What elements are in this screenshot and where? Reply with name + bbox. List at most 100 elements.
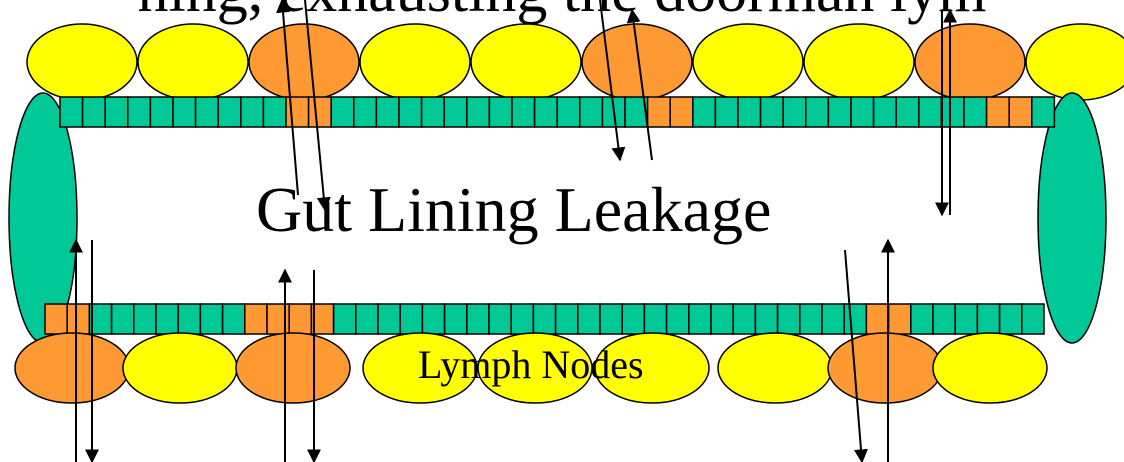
leaky-epithelial-cell — [887, 303, 912, 335]
gut-tube-right-end — [1037, 92, 1107, 344]
epithelial-cell — [998, 303, 1023, 335]
epithelial-cell — [443, 303, 468, 335]
lymph-node — [803, 23, 915, 101]
epithelial-cell — [732, 303, 757, 335]
epithelial-cell — [918, 96, 943, 128]
epithelial-cell — [976, 303, 1001, 335]
epithelial-cell — [940, 96, 965, 128]
epithelial-cell — [240, 96, 265, 128]
lymph-node — [137, 23, 249, 101]
lymph-node — [692, 23, 804, 101]
epithelial-cell — [554, 303, 579, 335]
epithelial-cell — [330, 96, 355, 128]
leaky-epithelial-cell — [1008, 96, 1033, 128]
epithelial-cell — [688, 303, 712, 335]
epithelial-cell — [155, 303, 179, 335]
inflamed-lymph-node — [248, 23, 360, 101]
leakage-arrow — [599, 0, 626, 162]
gut-lining-leakage-label: Gut Lining Leakage — [256, 174, 772, 245]
epithelial-cell — [776, 303, 801, 335]
leakage-arrow — [626, 8, 653, 161]
leaky-epithelial-cell — [244, 303, 268, 335]
leakage-arrow — [844, 249, 868, 462]
epithelial-cell — [737, 96, 762, 128]
epithelial-cell — [398, 96, 423, 128]
epithelial-cell — [172, 96, 197, 128]
epithelial-cell — [488, 96, 513, 128]
epithelial-cell — [59, 96, 84, 128]
epithelial-cell — [692, 96, 717, 128]
epithelial-cell — [799, 303, 823, 335]
epithelial-cell — [556, 96, 581, 128]
epithelial-cell — [466, 303, 490, 335]
epithelial-cell — [821, 303, 845, 335]
epithelial-cell — [805, 96, 830, 128]
epithelial-cell — [420, 96, 445, 128]
epithelial-cell — [262, 96, 287, 128]
epithelial-cell — [133, 303, 157, 335]
epithelial-cell — [665, 303, 690, 335]
slide-title-fragment: ning, exhausting the doorman lym — [0, 0, 1124, 22]
epithelial-cell — [443, 96, 468, 128]
lymph-node — [470, 23, 582, 101]
epithelial-cell — [963, 96, 988, 128]
epithelial-cell — [895, 96, 920, 128]
epithelial-cell — [850, 96, 875, 128]
epithelial-cell — [599, 303, 623, 335]
lymph-node — [1025, 23, 1124, 101]
lymph-node — [359, 23, 471, 101]
epithelial-cell — [954, 303, 979, 335]
leaky-epithelial-cell — [66, 303, 91, 335]
leaky-epithelial-cell — [985, 96, 1010, 128]
epithelial-cell — [104, 96, 129, 128]
epithelial-cell — [621, 303, 646, 335]
inflamed-lymph-node — [235, 332, 351, 404]
epithelial-cell — [827, 96, 852, 128]
epithelial-cell — [355, 303, 379, 335]
epithelial-cell — [217, 96, 242, 128]
epithelial-cell — [194, 96, 219, 128]
epithelial-cell — [759, 96, 784, 128]
epithelial-cell — [510, 303, 535, 335]
leaky-epithelial-cell — [307, 96, 332, 128]
leakage-arrow — [304, 0, 331, 212]
epithelial-cell — [843, 303, 868, 335]
epithelial-cell — [910, 303, 934, 335]
leaky-epithelial-cell — [646, 96, 671, 128]
epithelial-cell — [421, 303, 446, 335]
epithelial-cell — [782, 96, 807, 128]
epithelial-cell — [714, 96, 739, 128]
leaky-epithelial-cell — [44, 303, 68, 335]
inflamed-lymph-node — [14, 332, 130, 404]
epithelial-cell — [932, 303, 956, 335]
lymph-node — [932, 332, 1048, 404]
epithelial-cell — [466, 96, 491, 128]
lymph-node — [362, 332, 478, 404]
epithelial-cell — [643, 303, 668, 335]
epithelial-cell — [399, 303, 424, 335]
epithelial-cell — [332, 303, 357, 335]
epithelial-cell — [353, 96, 378, 128]
inflamed-lymph-node — [914, 23, 1026, 101]
epithelial-cell — [127, 96, 152, 128]
leaky-epithelial-cell — [288, 303, 313, 335]
lymph-node — [594, 332, 710, 404]
epithelial-cell — [579, 96, 604, 128]
epithelial-cell — [377, 303, 401, 335]
inflamed-lymph-node — [581, 23, 693, 101]
leakage-arrow — [276, 0, 299, 196]
leaky-epithelial-cell — [865, 303, 890, 335]
epithelial-cell — [1031, 96, 1056, 128]
epithelial-cell — [710, 303, 734, 335]
epithelial-cell — [1021, 303, 1045, 335]
lymph-node — [26, 23, 138, 101]
epithelial-cell — [533, 96, 558, 128]
epithelial-cell — [177, 303, 202, 335]
epithelial-cell — [488, 303, 512, 335]
epithelial-cell — [577, 303, 601, 335]
epithelial-cell — [532, 303, 557, 335]
epithelial-cell — [872, 96, 897, 128]
lymph-node — [122, 332, 238, 404]
